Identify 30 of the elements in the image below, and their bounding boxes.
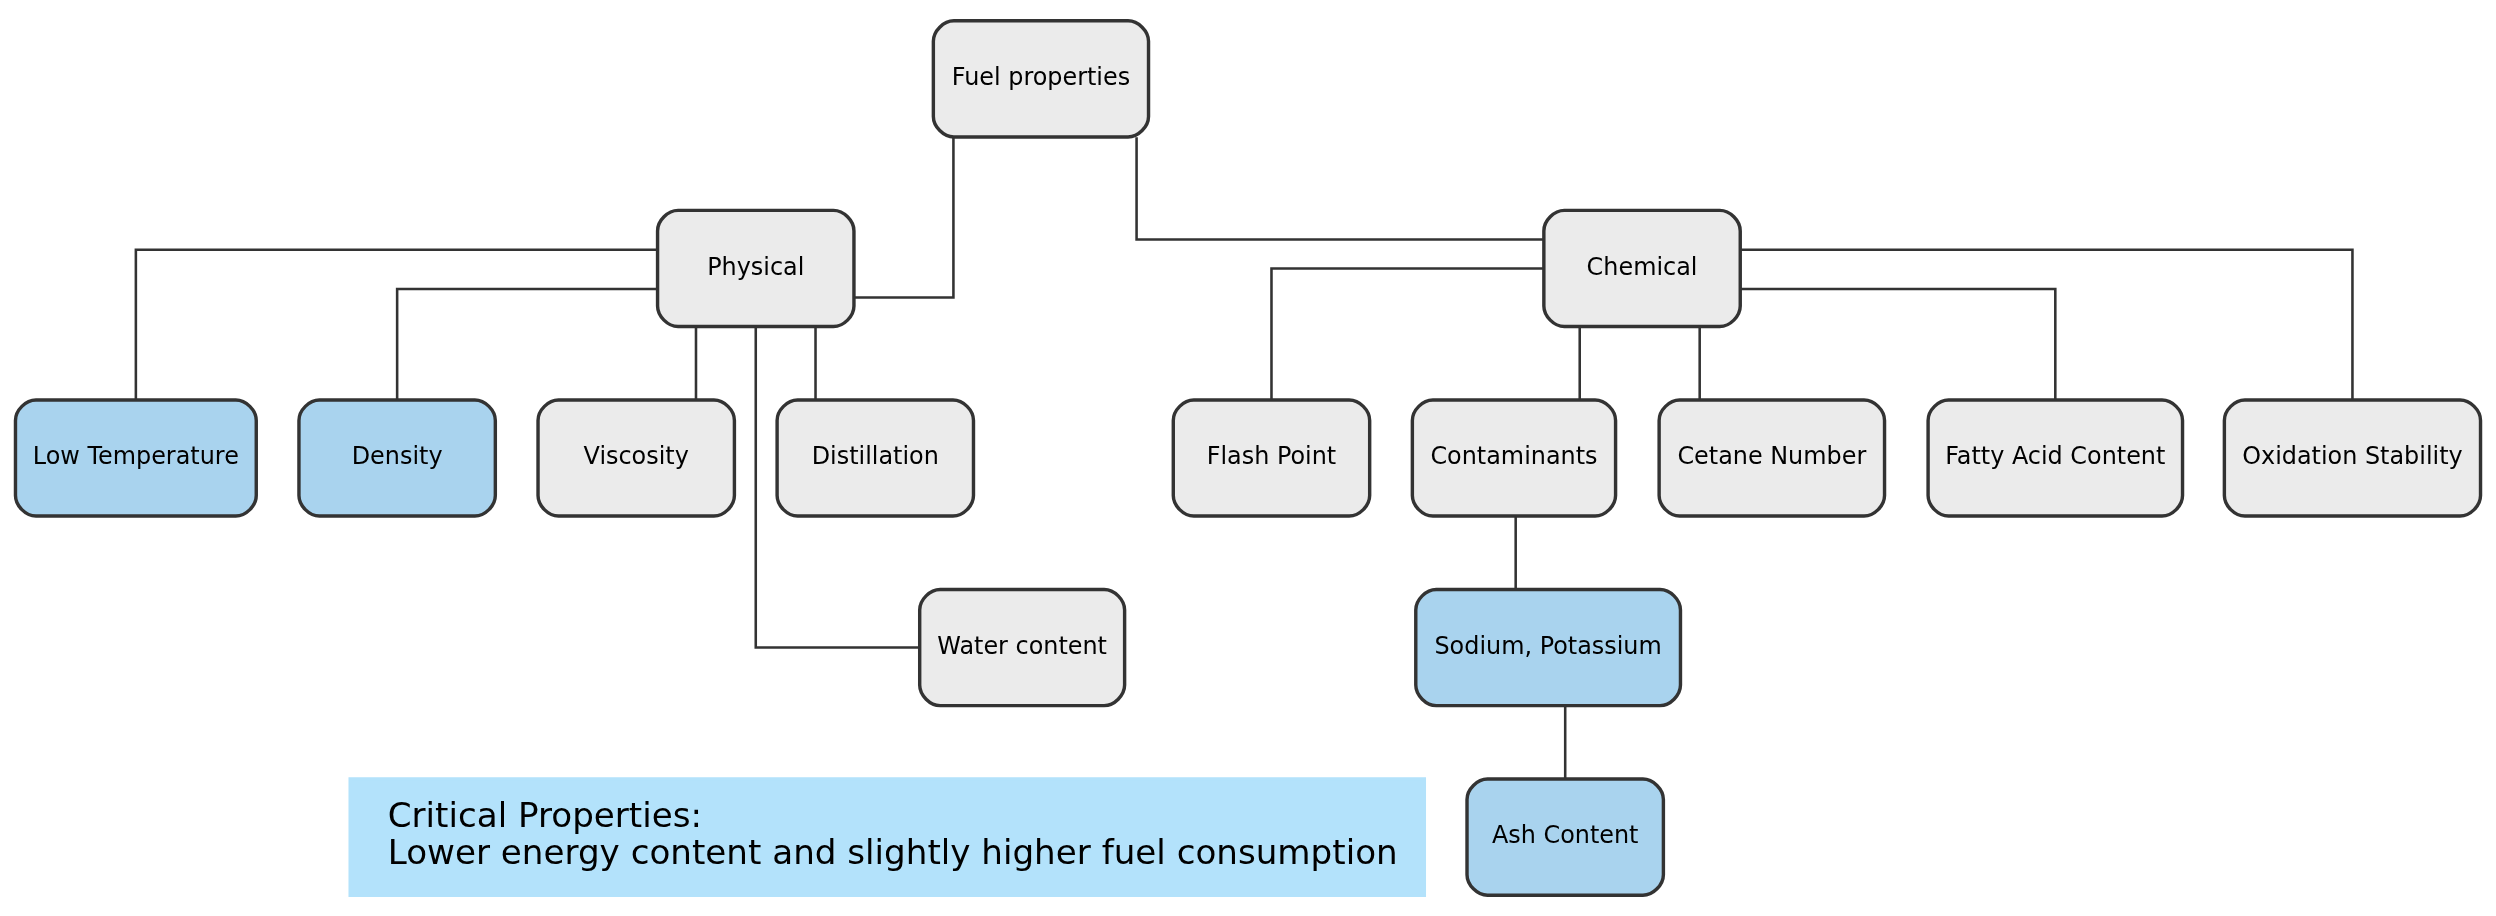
node-box: Distillation bbox=[775, 398, 976, 518]
node-box: Cetane Number bbox=[1657, 398, 1887, 518]
connector bbox=[814, 326, 817, 400]
node-box: Oxidation Stability bbox=[2222, 398, 2483, 518]
connector bbox=[1514, 516, 1517, 589]
connector bbox=[1740, 287, 2057, 400]
connector bbox=[1135, 137, 1544, 241]
connector bbox=[1740, 248, 2354, 400]
node-box: Fuel properties bbox=[931, 19, 1151, 139]
connector bbox=[1270, 267, 1544, 400]
connector bbox=[854, 137, 955, 299]
node-box: Sodium, Potassium bbox=[1414, 587, 1683, 708]
node-box: Ash Content bbox=[1465, 777, 1666, 897]
connector bbox=[395, 287, 658, 400]
connector bbox=[754, 326, 920, 649]
node-box: Critical Properties: Lower energy content and slightly higher fuel consumption bbox=[348, 777, 1427, 897]
connector bbox=[1698, 326, 1701, 400]
node-box: Physical bbox=[655, 208, 856, 329]
node-box: Low Temperature bbox=[13, 398, 258, 518]
node-box: Water content bbox=[918, 587, 1127, 708]
connector bbox=[134, 248, 658, 400]
node-box: Flash Point bbox=[1171, 398, 1372, 518]
connector bbox=[694, 326, 698, 400]
node-box: Contaminants bbox=[1410, 398, 1618, 518]
node-box: Fatty Acid Content bbox=[1926, 398, 2185, 518]
node-box: Density bbox=[297, 398, 498, 518]
connector bbox=[1563, 705, 1567, 779]
node-box: Chemical bbox=[1542, 208, 1742, 329]
node-box: Viscosity bbox=[536, 398, 737, 518]
connector bbox=[1578, 326, 1581, 400]
